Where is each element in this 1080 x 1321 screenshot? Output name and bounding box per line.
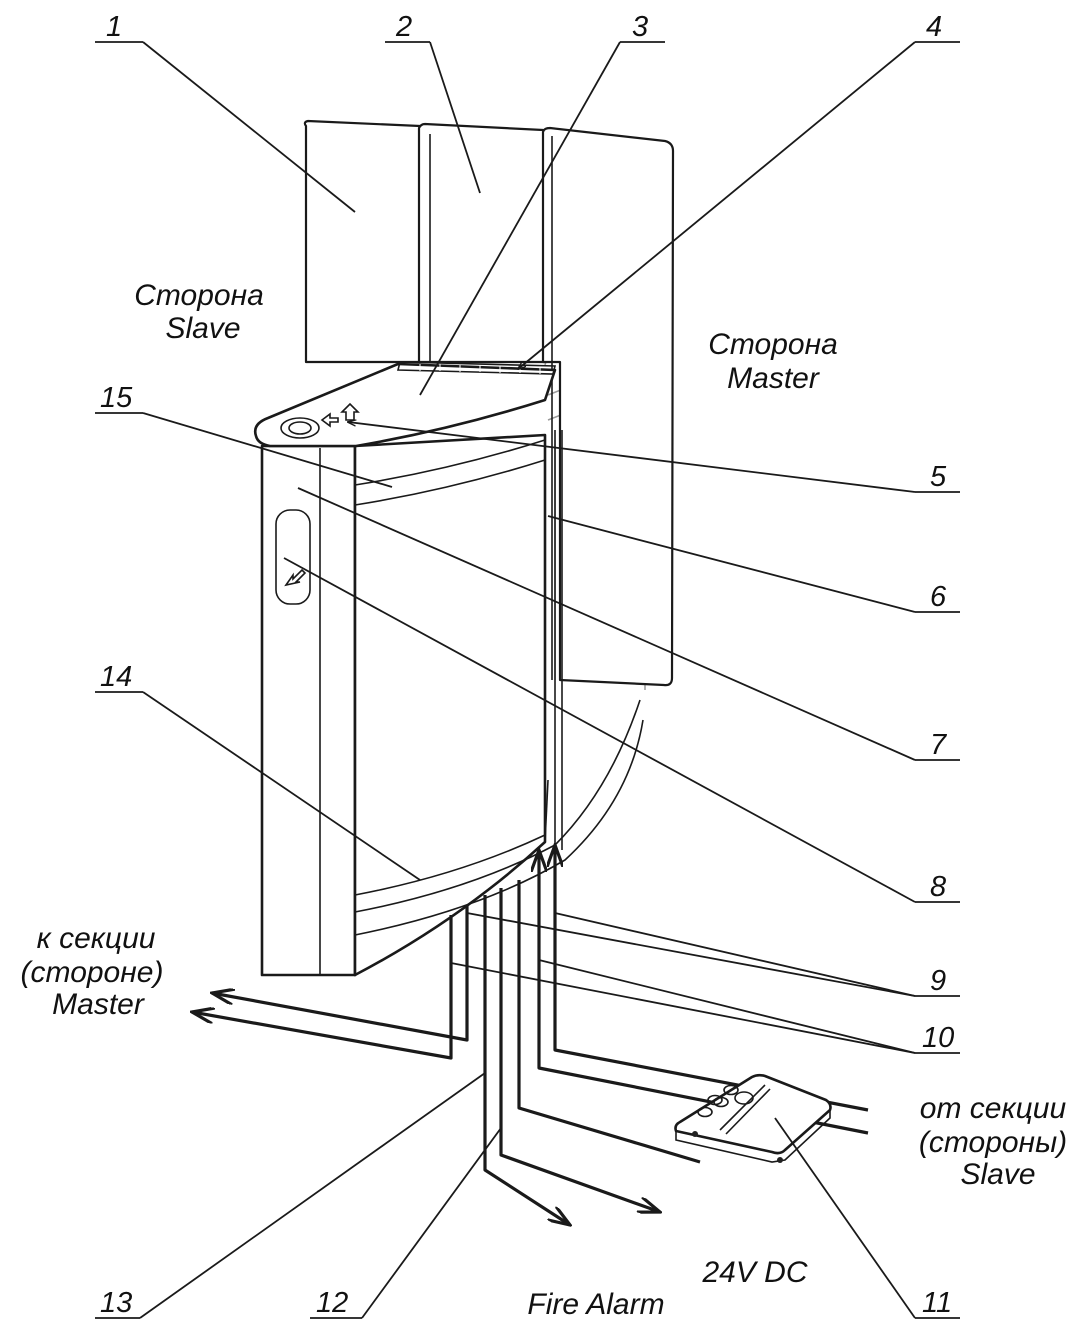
callout-8: 8	[930, 871, 946, 903]
front-panel	[353, 433, 547, 977]
callout-9: 9	[930, 965, 946, 997]
callout-6: 6	[930, 581, 947, 613]
callout-4: 4	[926, 11, 942, 43]
to-master-label-line3: Master	[52, 988, 145, 1021]
slave-side-label-line2: Slave	[165, 312, 240, 345]
glass-panel-2	[417, 122, 548, 364]
master-side-label-line2: Master	[727, 362, 820, 395]
top-cover	[253, 361, 557, 448]
side-labels: Сторона Slave Сторона Master	[134, 279, 838, 395]
callout-10: 10	[922, 1022, 954, 1054]
callout-13: 13	[100, 1287, 132, 1319]
callout-2: 2	[395, 11, 412, 43]
to-master-label-line1: к секции	[37, 922, 156, 955]
from-slave-label-line1: от секции	[920, 1092, 1067, 1125]
glass-panel-1	[303, 119, 422, 364]
from-slave-label-line2: (стороны)	[919, 1126, 1067, 1159]
cable-to-master-2	[192, 915, 453, 1060]
to-master-label-line2: (стороне)	[21, 956, 164, 989]
remote-control-unit	[674, 1073, 832, 1163]
callout-11: 11	[922, 1287, 952, 1319]
slave-side-label-line1: Сторона	[134, 279, 264, 312]
cable-from-slave-1	[539, 850, 869, 1135]
indicator-arrows-icon	[320, 402, 360, 428]
master-side-label-line1: Сторона	[708, 328, 838, 361]
callout-3: 3	[632, 11, 648, 43]
callout-15: 15	[100, 382, 133, 414]
cable-fire-alarm	[483, 895, 570, 1225]
cable-remote	[517, 880, 701, 1164]
from-slave-label-line3: Slave	[960, 1158, 1035, 1191]
top-reader-icon	[280, 417, 320, 439]
reader-arrow-icon	[284, 568, 307, 587]
callout-5: 5	[930, 461, 947, 493]
connection-labels: к секции (стороне) Master от секции (сто…	[21, 922, 1068, 1321]
card-reader-window	[275, 509, 311, 605]
cable-24v-dc	[499, 888, 660, 1212]
cable-from-slave-2	[555, 845, 869, 1112]
cable-to-master-1	[212, 905, 469, 1042]
fire-alarm-label: Fire Alarm	[527, 1288, 664, 1321]
power-label: 24V DC	[701, 1256, 807, 1289]
leader-lines	[95, 41, 960, 1319]
callout-14: 14	[100, 661, 132, 693]
callout-numbers: 1 2 3 4 5 6 7 8 9 10 11 12 13 14 15	[100, 11, 954, 1319]
callout-7: 7	[930, 729, 948, 761]
turnstile-body	[260, 430, 644, 977]
callout-1: 1	[106, 11, 122, 43]
callout-12: 12	[316, 1287, 348, 1319]
